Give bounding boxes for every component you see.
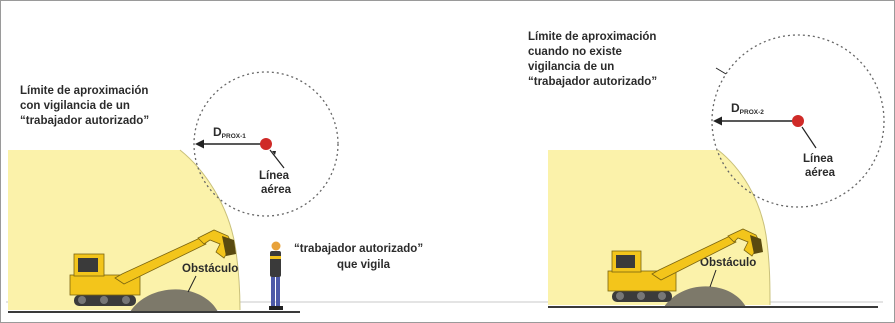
left-obstacle [130,289,218,312]
left-zone-edge [179,149,241,311]
right-limit-label-2: cuando no existe [528,46,622,58]
left-distance-symbol: DPROX-1 [213,125,246,140]
right-obstacle-label: Obstáculo [700,257,756,269]
left-limit-label-3: “trabajador autorizado” [20,115,149,127]
left-limit-label-1: Límite de aproximación [20,85,148,97]
worker-label-2: que vigila [337,259,391,271]
worker-label-1: “trabajador autorizado” [294,243,423,255]
right-zone-edge [717,149,771,306]
right-limit-label-4: “trabajador autorizado” [528,76,657,88]
right-distance-symbol: DPROX-2 [731,101,764,116]
left-approach-zone [8,150,240,310]
left-line-pointer-tip [272,151,276,155]
right-line-pointer [801,126,817,149]
excavator-icon [607,228,763,302]
excavator-icon [69,229,236,306]
left-limit-label-2: con vigilancia de un [20,100,130,112]
right-line-label-1: Línea [803,153,834,165]
left-obstacle-label: Obstáculo [182,263,238,275]
right-obstacle [664,286,746,307]
right-limit-label-3: vigilancia de un [528,61,614,73]
worker-icon [269,241,283,310]
left-panel: Límite de aproximación con vigilancia de… [8,71,423,313]
overhead-line-point-icon [260,138,272,150]
overhead-line-point-icon [792,115,804,127]
right-obstacle-pointer [709,269,717,288]
left-obstacle-pointer [187,275,197,293]
right-limit-pointer [715,67,727,75]
right-limit-circle [711,34,885,208]
right-limit-label-1: Límite de aproximación [528,31,656,43]
right-line-label-2: aérea [805,167,836,179]
left-line-label-1: Línea [259,170,290,182]
right-approach-zone [548,150,770,305]
left-limit-circle [193,71,339,217]
left-line-label-2: aérea [261,184,292,196]
arrow-left-icon [713,116,722,126]
left-line-pointer [269,149,285,169]
right-panel: Límite de aproximación cuando no existe … [528,31,885,308]
arrow-left-icon [195,139,204,149]
